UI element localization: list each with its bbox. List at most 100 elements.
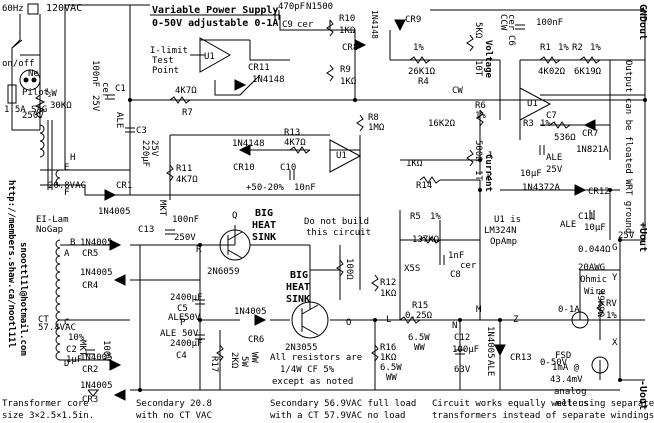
c2-value: 1µF (66, 355, 82, 365)
footer-note1: Circuit works equally well using separat… (432, 399, 654, 409)
c7-type: ALE (546, 153, 562, 163)
r3-id: R3 (523, 119, 534, 129)
resistor-r14 (419, 176, 441, 184)
fsd-line2: 1mA @ (552, 363, 580, 373)
diode-cr8 (354, 39, 367, 51)
cr2-id: CR2 (82, 365, 98, 375)
cap-c13 (165, 229, 175, 235)
voltmeter-range: 0-50V (540, 358, 568, 368)
c8-tempco: X5S (404, 264, 420, 274)
r16-id: R16 (380, 343, 396, 353)
q2-heat: HEAT (286, 282, 310, 293)
c3-value: 220µF (140, 140, 150, 167)
q1-heat: HEAT (252, 220, 276, 231)
c2-type: MKT (77, 340, 87, 357)
c12-id: C12 (454, 333, 470, 343)
resistor-r6 (476, 109, 484, 127)
resistor-r12 (371, 274, 379, 292)
r15-ww: WW (414, 343, 425, 353)
transformer-secondary-high (55, 239, 61, 361)
note-line2: this circuit (306, 228, 371, 238)
resistor-r2 (579, 56, 601, 64)
switch-label: on/off (2, 59, 35, 69)
tap-e: E (64, 163, 69, 173)
c7-value: 10µF (520, 169, 542, 179)
opamp-u1c (329, 139, 362, 173)
r7-value: 4K7Ω (175, 86, 197, 96)
c3-id: C3 (136, 126, 147, 136)
cw-label: CW (452, 86, 463, 96)
r17-id: R17 (209, 356, 219, 372)
q1-big: BIG (255, 208, 273, 219)
diode-cr4 (113, 274, 126, 286)
r6-value: 16K2Ω (428, 119, 456, 129)
r9-value: 1KΩ (340, 77, 357, 87)
c10-id: C10 (280, 163, 296, 173)
voltage-pot-label: Voltage (483, 40, 493, 79)
node-o: O (346, 318, 351, 328)
footer-note2: transformers instead of separate winding… (432, 411, 654, 421)
cr6-id: CR6 (248, 335, 264, 345)
r14-value: 1KΩ (406, 159, 423, 169)
q2-part: 2N3055 (285, 343, 318, 353)
r17-value: 2KΩ (229, 352, 239, 369)
resistor-r5 (419, 236, 441, 244)
q1-sink: SINK (252, 232, 276, 243)
rv-tol: 1% (606, 311, 617, 321)
footer-sec2: with no CT VAC (136, 411, 212, 421)
wire-label: Wire (584, 287, 606, 297)
pot-current (466, 149, 474, 167)
cr5-id: CR5 (82, 249, 98, 259)
u1a-id: U1 (204, 52, 215, 62)
title-line1: Variable Power Supply (152, 4, 278, 16)
c13-value: 100nF (172, 215, 199, 225)
resistor-r16 (371, 344, 379, 362)
c11-type: ALE (560, 220, 576, 230)
cr1-id: CR1 (116, 181, 132, 191)
neon-label: Ne (28, 69, 39, 79)
c6-value: 100nF (536, 18, 563, 28)
fuse-symbol (7, 84, 17, 104)
node-z: Z (513, 315, 519, 325)
cr9-id: CR9 (405, 15, 421, 25)
diode-cr5 (109, 239, 122, 251)
gndout-label: GNDout (637, 4, 648, 40)
diode-cr11 (234, 79, 247, 91)
c12-rating: 63V (454, 365, 471, 375)
wires (11, 4, 646, 391)
r17-watts: 5W (239, 356, 249, 367)
email-text: snoottl1l@hotmail.com (18, 242, 29, 356)
mains-freq: 60Hz (2, 4, 24, 14)
node-k: K (487, 173, 493, 183)
c13-id: C13 (138, 225, 154, 235)
c13-rating: 250V (174, 233, 196, 243)
footer-sec3: Secondary 56.9VAC full load (270, 399, 416, 409)
r11-id: R11 (176, 164, 192, 174)
r6-tol: 1% (475, 111, 486, 121)
c1-type: cer (100, 82, 110, 99)
current-pot-label: Current (483, 154, 493, 192)
transformer-secondary-low (55, 169, 61, 187)
c4-value: 2400µF (170, 339, 203, 349)
u1b-id: U1 (527, 99, 538, 109)
resnote-line2: 1/4W CF 5% (280, 365, 335, 375)
fsd-line1: FSD (555, 351, 571, 361)
cap-c11 (589, 210, 595, 220)
transformer-primary (39, 124, 45, 158)
q1-label: Q (232, 211, 237, 221)
secondary-voltage: 20.8VAC (48, 181, 86, 191)
mains-plug-symbol (27, 3, 39, 15)
c4-rating: 50V (182, 329, 199, 339)
node-r: R (196, 245, 202, 255)
cr12-id: CR12 (588, 187, 610, 197)
cr7-part: 1N821A (576, 145, 609, 155)
c8-value: 1nF (448, 251, 464, 261)
node-l: L (386, 315, 391, 325)
diode-cr9 (394, 19, 406, 32)
node-y: Y (612, 273, 618, 283)
c2-tol: 10% (68, 333, 85, 343)
resistor-r4 (409, 56, 431, 64)
voltage-pot-turns: 10T (473, 60, 483, 77)
resistor-r13 (289, 146, 311, 154)
